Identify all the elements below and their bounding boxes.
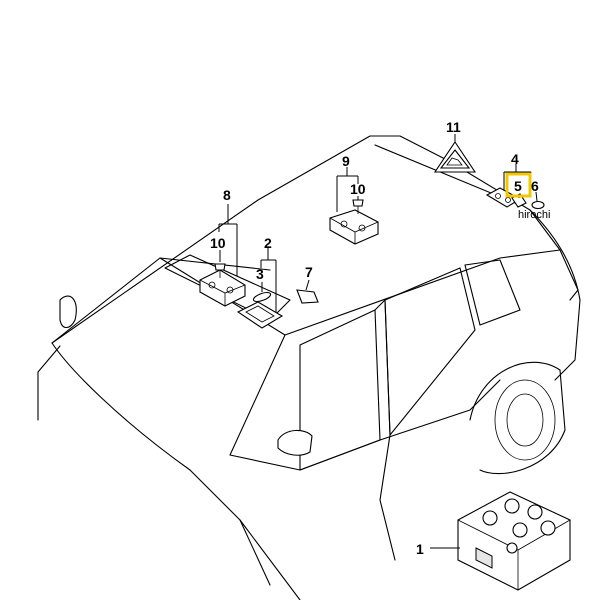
roof-side-edge [284, 249, 561, 336]
console-recess [164, 254, 291, 321]
part-2-interior-light[interactable] [236, 301, 284, 329]
callout-labels: 1 2 3 4 5 6 7 8 9 10 10 11 hirochi [210, 119, 550, 557]
quarter-window [464, 259, 521, 326]
front-hood-corner [59, 295, 77, 329]
part-1-control-unit[interactable] [457, 491, 571, 591]
belt-line [229, 379, 501, 471]
roof-front-edge [51, 135, 448, 344]
callout-2: 2 [264, 235, 272, 251]
part-3-lens[interactable] [252, 291, 272, 304]
callout-4: 4 [511, 151, 519, 167]
b-pillar [374, 299, 391, 501]
part-9-rear-light[interactable] [329, 209, 379, 245]
rear-side-window [384, 267, 476, 436]
callout-6: 6 [531, 178, 539, 194]
windshield-inner [51, 257, 286, 456]
callout-3: 3 [256, 266, 264, 282]
door-rear-edge [379, 499, 396, 561]
callout-1: 1 [416, 541, 424, 557]
leader-lines [218, 134, 538, 549]
hood-edge [37, 345, 61, 373]
rear-hatch [529, 209, 581, 381]
callout-8: 8 [223, 187, 231, 203]
spoiler [559, 249, 579, 301]
a-pillar-lower [189, 469, 301, 600]
part-11-warning-triangle-icon[interactable] [433, 141, 477, 173]
callout-9: 9 [342, 153, 350, 169]
callout-10-right: 10 [350, 181, 366, 197]
callout-10-left: 10 [210, 235, 226, 251]
callout-7: 7 [305, 264, 313, 280]
rear-wheel [494, 379, 556, 461]
front-side-window [299, 309, 381, 471]
wheel-arch [469, 361, 566, 475]
side-mirror [277, 429, 313, 456]
callout-11: 11 [446, 119, 461, 135]
highlight-box [505, 172, 532, 198]
part-7-cover[interactable] [296, 289, 319, 304]
part-10-screw-left[interactable] [214, 263, 226, 278]
part-10-screw-right[interactable] [352, 199, 364, 214]
callout-5: 5 [514, 178, 522, 194]
windshield-lower [51, 342, 191, 471]
rear-wheel-hub [506, 393, 544, 447]
watermark-text: hirochi [518, 209, 550, 221]
part-8-reading-light[interactable] [199, 269, 246, 307]
door-front-edge [239, 519, 271, 586]
part-6-gasket[interactable] [531, 200, 545, 210]
